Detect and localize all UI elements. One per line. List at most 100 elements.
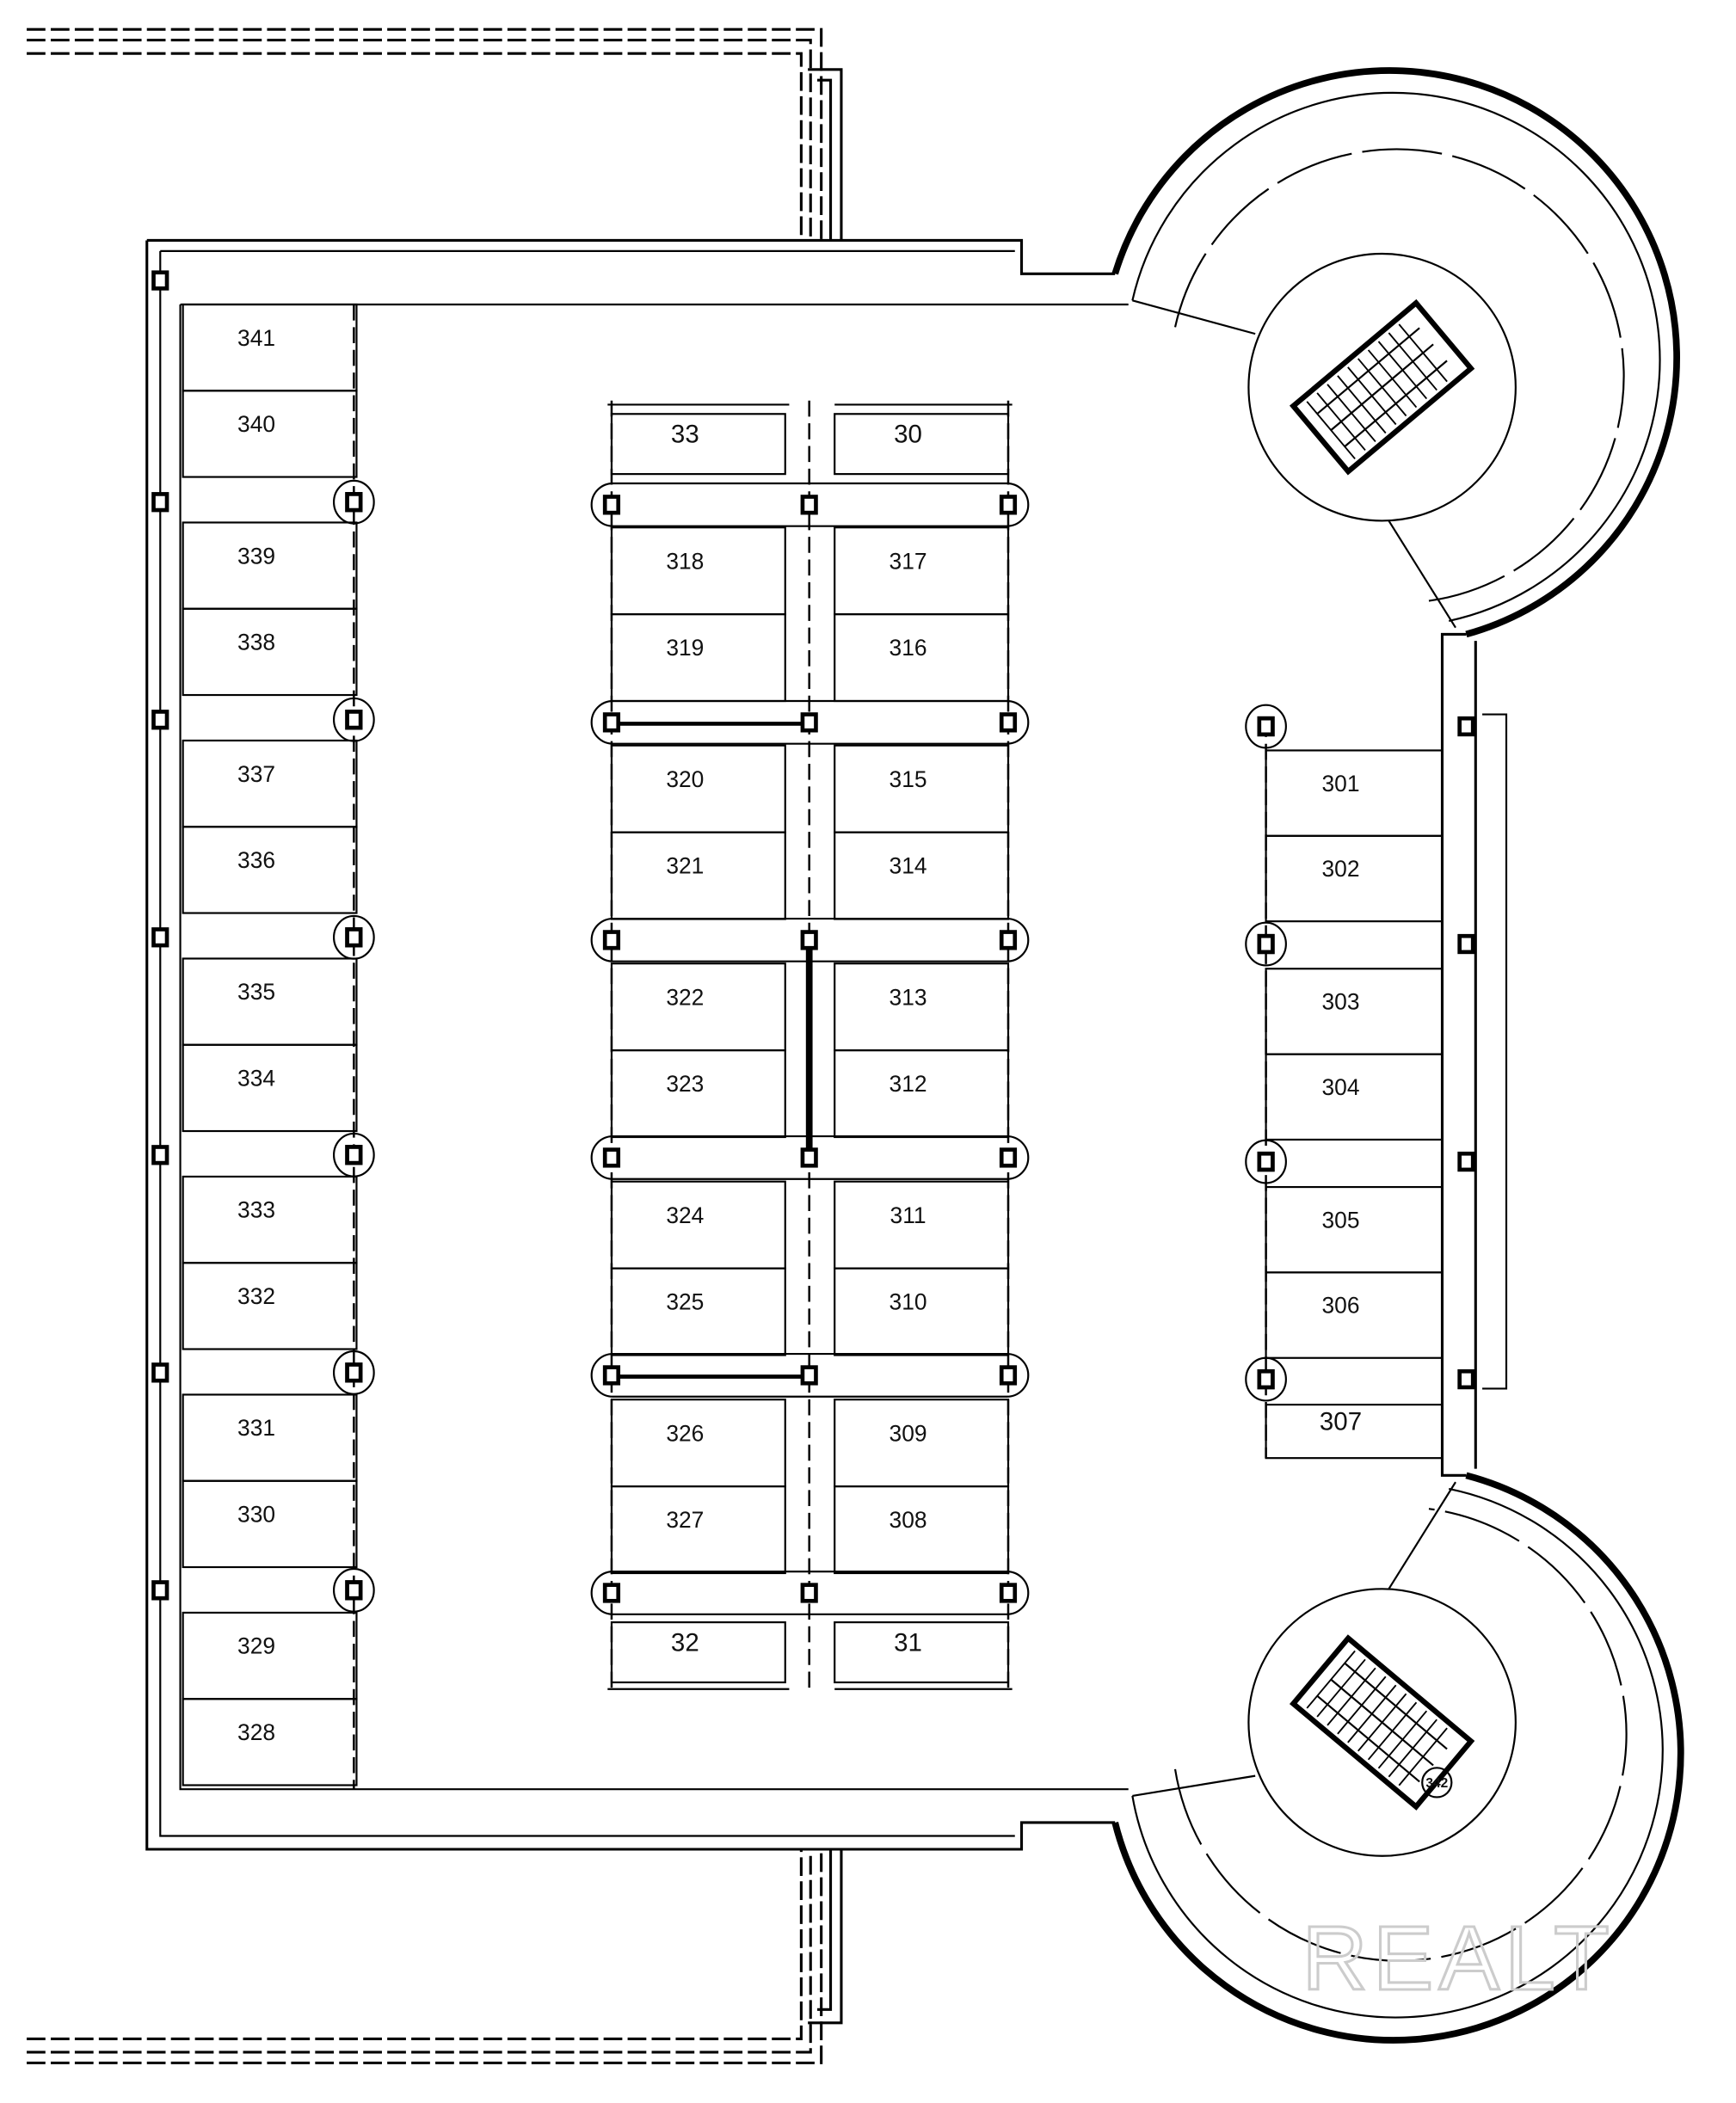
- space-number: 303: [1322, 989, 1360, 1015]
- space-number: 336: [237, 847, 275, 873]
- column-beam: [1245, 921, 1287, 967]
- space-number: 325: [666, 1289, 704, 1315]
- parking-space[interactable]: 329: [182, 1611, 358, 1700]
- column-icon: [1457, 1151, 1475, 1172]
- space-number: 333: [237, 1197, 275, 1223]
- column-icon: [151, 1362, 169, 1383]
- parking-space[interactable]: 338: [182, 607, 358, 697]
- space-number: 30: [894, 421, 922, 449]
- parking-space[interactable]: 337: [182, 739, 358, 828]
- parking-space[interactable]: 341: [182, 303, 358, 392]
- parking-space[interactable]: 326: [610, 1399, 786, 1488]
- parking-space[interactable]: 322: [610, 962, 786, 1052]
- column-icon: [151, 927, 169, 948]
- stair-tower-bottom: 342: [1111, 1472, 1684, 2044]
- column-icon: [1257, 1151, 1275, 1172]
- parking-space[interactable]: 311: [834, 1180, 1010, 1270]
- space-number: 328: [237, 1719, 275, 1745]
- parking-space[interactable]: 314: [834, 831, 1010, 920]
- column-beam: [332, 1350, 375, 1395]
- space-number: 339: [237, 543, 275, 569]
- parking-space[interactable]: 339: [182, 521, 358, 610]
- column-icon: [999, 495, 1018, 515]
- parking-space[interactable]: 319: [610, 613, 786, 703]
- column-beam: [590, 1571, 1030, 1615]
- parking-space[interactable]: 32: [610, 1621, 786, 1684]
- space-outline: [610, 413, 786, 476]
- space-outline: [182, 1262, 358, 1350]
- parking-space[interactable]: 316: [834, 613, 1010, 703]
- parking-space[interactable]: 33: [610, 413, 786, 476]
- parking-space[interactable]: 333: [182, 1175, 358, 1264]
- parking-space[interactable]: 340: [182, 390, 358, 478]
- column-icon: [1457, 716, 1475, 737]
- space-outline: [182, 1043, 358, 1133]
- column-icon: [151, 710, 169, 730]
- space-number: 323: [666, 1071, 704, 1097]
- column-icon: [999, 1365, 1018, 1386]
- space-number: 317: [890, 548, 927, 574]
- column-icon: [1257, 1368, 1275, 1390]
- space-number: 315: [890, 766, 927, 792]
- parking-space[interactable]: 308: [834, 1485, 1010, 1575]
- space-number: 326: [666, 1420, 704, 1446]
- parking-space[interactable]: 31: [834, 1621, 1010, 1684]
- column-beam: [590, 917, 1030, 962]
- column-icon: [602, 1147, 621, 1168]
- column-icon: [151, 270, 169, 291]
- column-icon: [800, 1365, 818, 1386]
- space-number: 304: [1322, 1074, 1360, 1100]
- parking-space[interactable]: 328: [182, 1698, 358, 1786]
- parking-space[interactable]: 30: [834, 413, 1010, 476]
- parking-space[interactable]: 309: [834, 1399, 1010, 1488]
- parking-space[interactable]: 304: [1265, 1053, 1444, 1141]
- parking-space[interactable]: 313: [834, 962, 1010, 1052]
- space-number: 306: [1322, 1293, 1360, 1319]
- parking-space[interactable]: 324: [610, 1180, 786, 1270]
- column-icon: [1257, 933, 1275, 955]
- space-outline: [610, 1485, 786, 1575]
- parking-space[interactable]: 325: [610, 1267, 786, 1356]
- column-icon: [1257, 716, 1275, 737]
- column-icon: [1457, 1368, 1475, 1390]
- parking-space[interactable]: 331: [182, 1393, 358, 1482]
- parking-space[interactable]: 335: [182, 957, 358, 1046]
- parking-space[interactable]: 336: [182, 826, 358, 914]
- parking-space[interactable]: 318: [610, 526, 786, 616]
- column-beam: [590, 482, 1030, 527]
- parking-space[interactable]: 306: [1265, 1271, 1444, 1359]
- parking-space[interactable]: 307: [1265, 1403, 1444, 1460]
- space-number: 33: [671, 421, 699, 449]
- parking-space[interactable]: 301: [1265, 749, 1444, 837]
- space-outline: [1265, 834, 1444, 923]
- space-number: 314: [890, 853, 927, 879]
- space-number: 316: [890, 635, 927, 661]
- parking-space[interactable]: 323: [610, 1049, 786, 1139]
- parking-space[interactable]: 310: [834, 1267, 1010, 1356]
- space-number: 337: [237, 761, 275, 787]
- parking-space[interactable]: 303: [1265, 968, 1444, 1055]
- space-number: 312: [890, 1071, 927, 1097]
- parking-space[interactable]: 332: [182, 1262, 358, 1350]
- column-icon: [1457, 933, 1475, 955]
- parking-space[interactable]: 312: [834, 1049, 1010, 1139]
- parking-space[interactable]: 320: [610, 744, 786, 833]
- parking-space[interactable]: 327: [610, 1485, 786, 1575]
- parking-space[interactable]: 317: [834, 526, 1010, 616]
- space-outline: [182, 390, 358, 478]
- parking-space[interactable]: 334: [182, 1043, 358, 1133]
- column-icon: [345, 927, 363, 948]
- parking-space[interactable]: 321: [610, 831, 786, 920]
- column-icon: [800, 1583, 818, 1603]
- watermark: REALT: [1302, 1908, 1615, 2009]
- parking-space[interactable]: 305: [1265, 1185, 1444, 1274]
- space-number: 309: [890, 1420, 927, 1446]
- space-number: 321: [666, 853, 704, 879]
- column-beam: [332, 914, 375, 960]
- parking-space[interactable]: 302: [1265, 834, 1444, 923]
- space-number: 331: [237, 1415, 275, 1441]
- parking-space[interactable]: 330: [182, 1479, 358, 1569]
- parking-space[interactable]: 315: [834, 744, 1010, 833]
